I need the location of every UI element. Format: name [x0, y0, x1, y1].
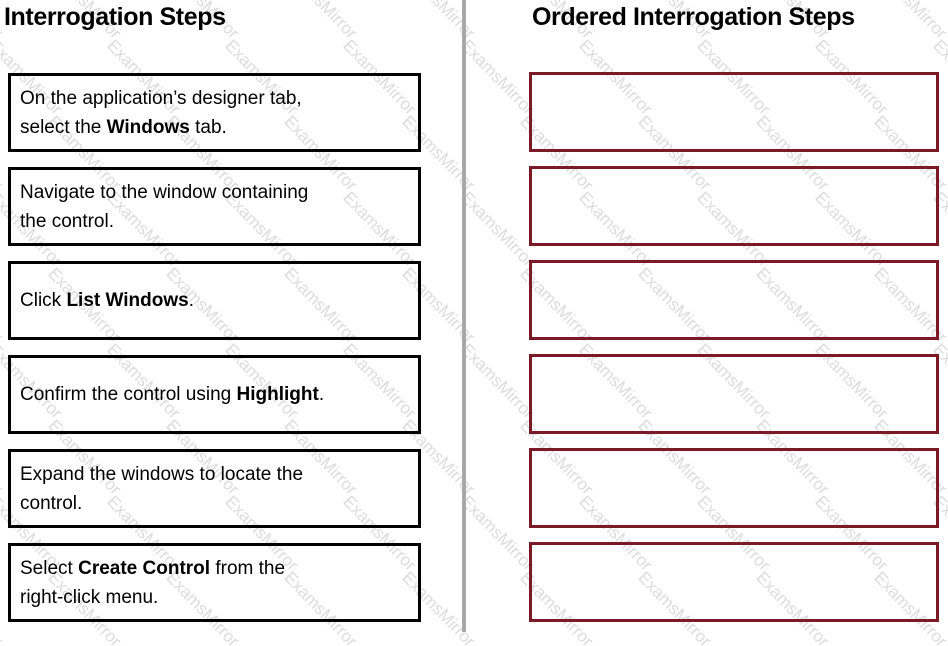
step-text-segment: Confirm the control using: [20, 384, 237, 405]
watermark-text: ExamsMirror: [457, 492, 538, 575]
step-text-segment: Select: [20, 557, 79, 579]
step-text-bold: Highlight: [236, 384, 319, 405]
step-text-segment: Expand the windows to locate the control…: [20, 463, 304, 514]
ordered-steps-column: [529, 72, 939, 622]
steps-column: On the application’s designer tab, selec…: [8, 73, 421, 622]
left-column-header: Interrogation Steps: [4, 3, 226, 31]
step-text-segment: On the application’s designer tab, selec…: [20, 87, 302, 138]
step-text: Confirm the control using Highlight.: [11, 380, 330, 409]
ordered-slot[interactable]: [529, 542, 939, 622]
right-column-header: Ordered Interrogation Steps: [532, 3, 855, 31]
step-text: Select Create Control from the right-cli…: [11, 554, 291, 612]
step-text: Navigate to the window containing the co…: [11, 178, 314, 236]
watermark-text: ExamsMirror: [0, 568, 7, 646]
step-box[interactable]: Navigate to the window containing the co…: [8, 167, 421, 246]
step-text: On the application’s designer tab, selec…: [11, 84, 308, 142]
ordered-slot[interactable]: [529, 448, 939, 528]
step-box[interactable]: Click List Windows.: [8, 261, 421, 340]
watermark-text: ExamsMirror: [457, 36, 538, 119]
watermark-text: ExamsMirror: [0, 264, 7, 347]
step-text-segment: .: [188, 290, 195, 311]
step-text-segment: tab.: [189, 116, 227, 138]
step-text: Click List Windows.: [11, 286, 200, 315]
step-box[interactable]: Select Create Control from the right-cli…: [8, 543, 421, 622]
step-text: Expand the windows to locate the control…: [11, 460, 309, 518]
step-text-segment: Navigate to the window containing the co…: [20, 181, 309, 232]
watermark-text: ExamsMirror: [0, 112, 7, 195]
ordered-slot[interactable]: [529, 72, 939, 152]
ordered-slot[interactable]: [529, 166, 939, 246]
step-text-segment: Click: [20, 290, 67, 311]
step-text-segment: .: [318, 384, 325, 405]
step-text-bold: List Windows: [66, 290, 189, 311]
watermark-text: ExamsMirror: [457, 188, 538, 271]
ordered-slot[interactable]: [529, 354, 939, 434]
step-text-segment: from the right-click menu.: [20, 557, 286, 608]
watermark-text: ExamsMirror: [0, 416, 7, 499]
watermark-text: ExamsMirror: [398, 0, 479, 43]
ordered-slot[interactable]: [529, 260, 939, 340]
watermark-text: ExamsMirror: [280, 0, 361, 43]
step-text-bold: Windows: [106, 116, 190, 138]
step-box[interactable]: On the application’s designer tab, selec…: [8, 73, 421, 152]
step-box[interactable]: Expand the windows to locate the control…: [8, 449, 421, 528]
watermark-text: ExamsMirror: [457, 340, 538, 423]
watermark-text: ExamsMirror: [870, 0, 948, 43]
column-divider: [462, 0, 466, 632]
step-box[interactable]: Confirm the control using Highlight.: [8, 355, 421, 434]
step-text-bold: Create Control: [78, 557, 211, 579]
